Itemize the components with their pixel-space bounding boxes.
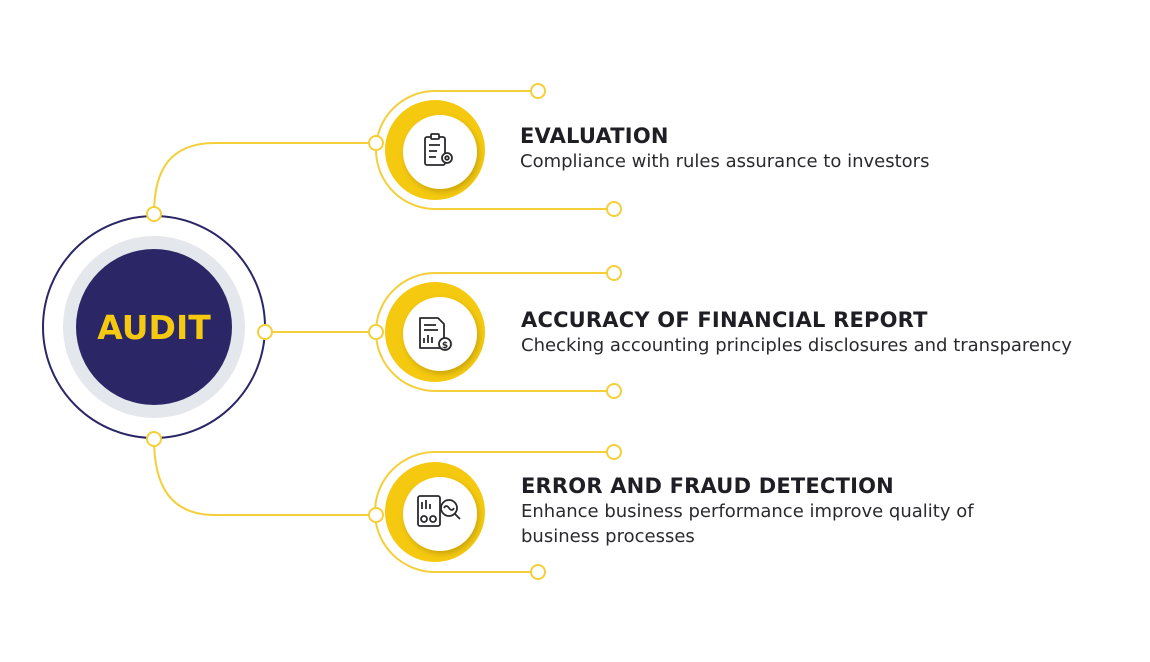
item-error-fraud: ERROR AND FRAUD DETECTION Enhance busine…	[521, 473, 991, 549]
dot	[146, 206, 162, 222]
svg-text:$: $	[442, 341, 448, 351]
dot	[606, 383, 622, 399]
dot	[368, 135, 384, 151]
item-description: Enhance business performance improve qua…	[521, 501, 974, 547]
dot	[530, 83, 546, 99]
financial-report-dollar-icon: $	[419, 317, 452, 351]
connector-top	[153, 142, 376, 215]
node-white-disc	[403, 297, 477, 371]
item-accuracy: ACCURACY OF FINANCIAL REPORT Checking ac…	[521, 307, 1131, 358]
item-description: Compliance with rules assurance to inves…	[520, 151, 930, 172]
node-dots	[368, 265, 622, 399]
dot	[146, 431, 162, 447]
report-search-analysis-icon	[417, 495, 461, 527]
dot	[257, 324, 273, 340]
center-label: AUDIT	[97, 308, 211, 347]
dot	[368, 324, 384, 340]
connector-lines	[153, 142, 376, 516]
node-dots	[368, 444, 622, 580]
node-dots	[368, 83, 622, 217]
item-accuracy-node: $	[368, 265, 622, 399]
dot	[606, 265, 622, 281]
item-title: EVALUATION	[520, 124, 669, 148]
dot	[530, 564, 546, 580]
item-title: ERROR AND FRAUD DETECTION	[521, 474, 894, 498]
item-description: Checking accounting principles disclosur…	[521, 335, 1072, 356]
center-disc	[76, 249, 232, 405]
item-title: ACCURACY OF FINANCIAL REPORT	[521, 308, 928, 332]
item-error-fraud-node	[368, 444, 622, 580]
clipboard-gear-icon	[424, 133, 453, 166]
item-evaluation-node	[368, 83, 622, 217]
dot	[606, 201, 622, 217]
connector-bottom	[153, 438, 376, 516]
center-dots	[146, 206, 273, 447]
center-node: AUDIT	[42, 215, 266, 439]
dot	[606, 444, 622, 460]
node-white-disc	[403, 115, 477, 189]
item-evaluation: EVALUATION Compliance with rules assuran…	[520, 123, 1120, 174]
dot	[368, 507, 384, 523]
